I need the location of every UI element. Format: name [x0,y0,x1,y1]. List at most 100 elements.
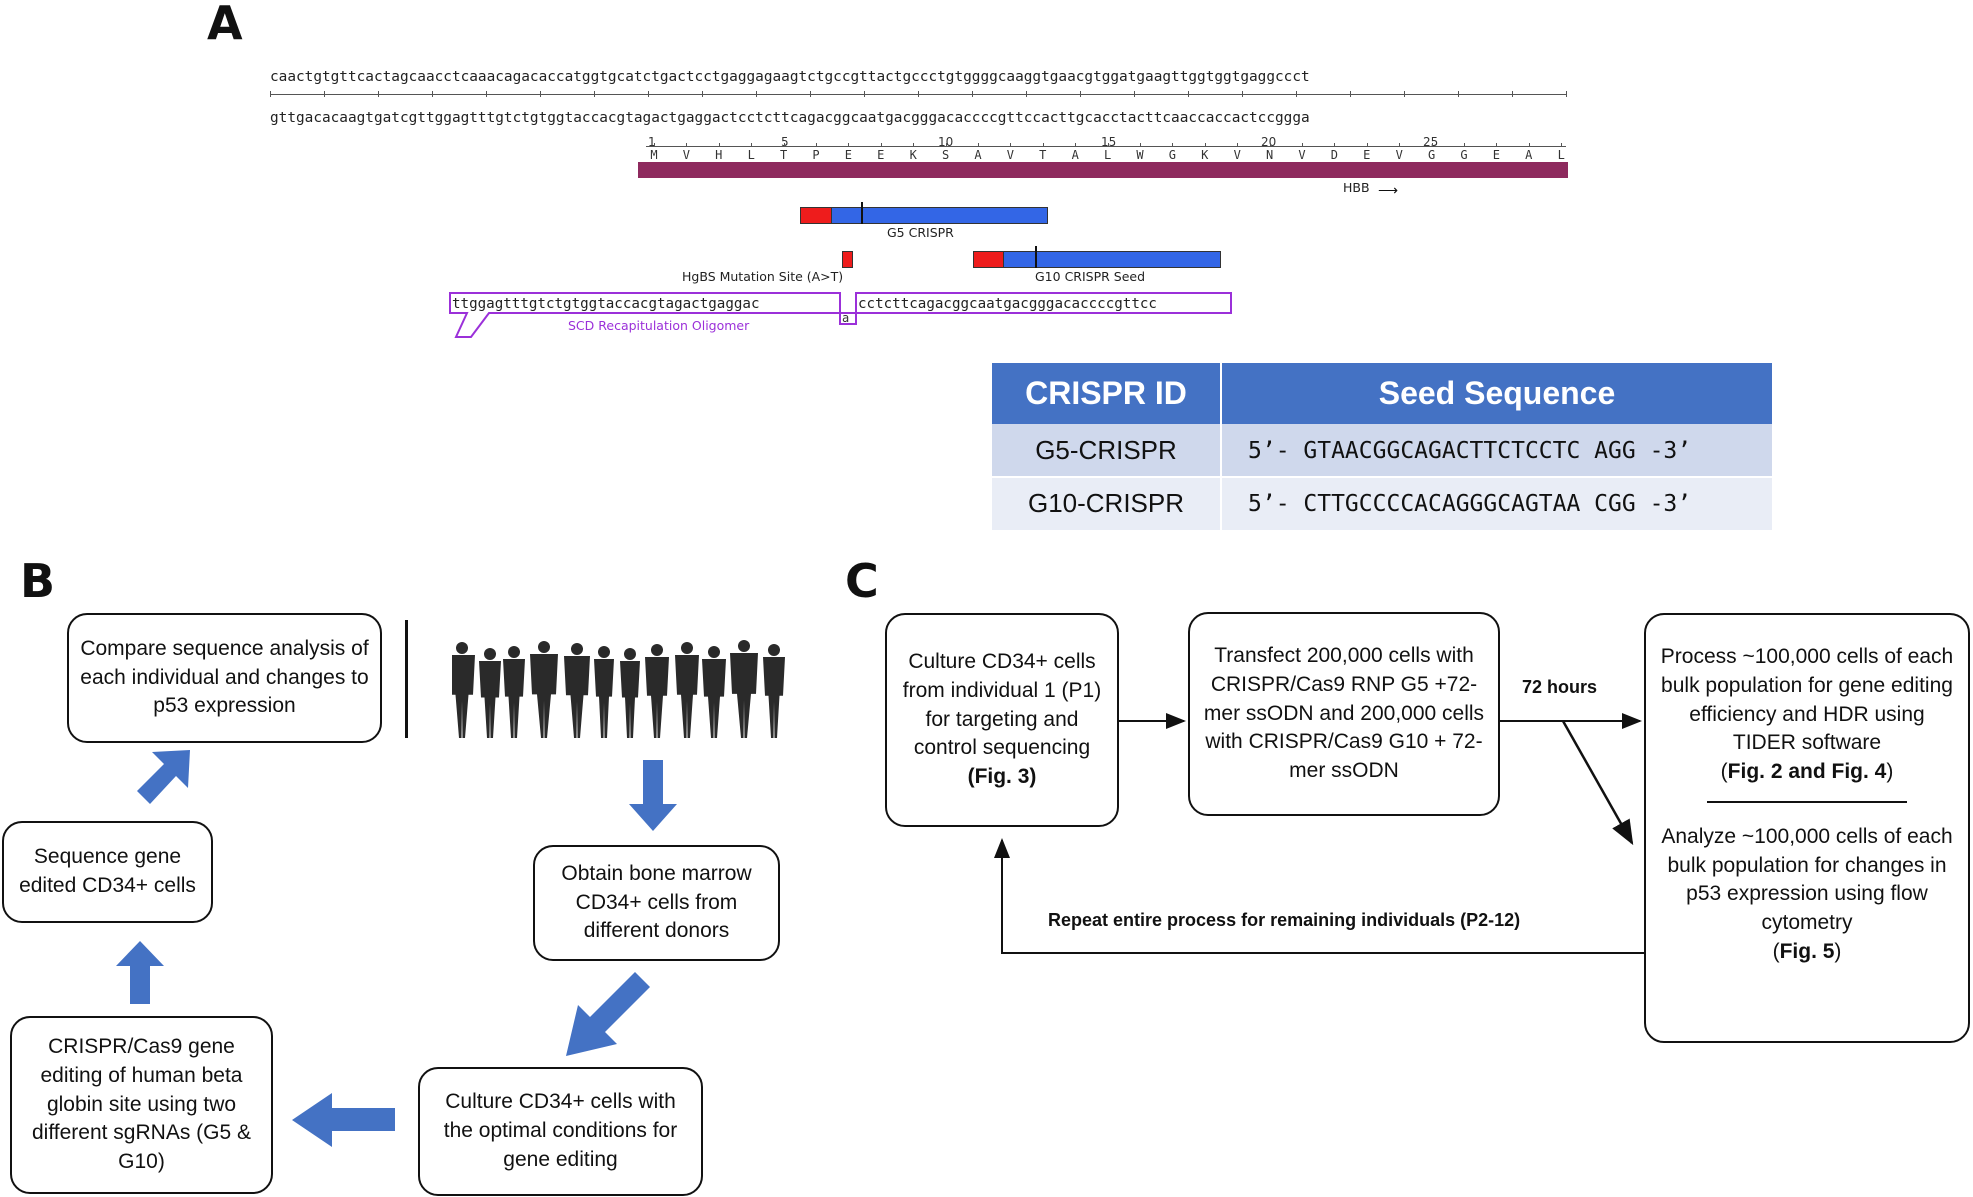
amino-acid: P [812,148,820,162]
person-head [571,643,583,655]
aa-tick [880,143,882,147]
aa-tick [751,143,753,147]
amino-acid: T [1039,148,1047,162]
table-cell-seq: 5’- GTAACGGCAGACTTCTCCTC AGG -3’ [1248,437,1692,464]
person-head [456,642,468,654]
g10-crispr-label: G10 CRISPR Seed [1035,269,1146,284]
aa-tick [1010,143,1012,147]
aa-tick [978,143,979,147]
aa-tick [945,143,947,147]
amino-acid: L [747,148,755,162]
person-body [702,659,726,738]
person-head [681,642,693,654]
ruler-tick [1512,91,1513,97]
g10-seed-block [1003,251,1221,268]
ruler-tick [1242,91,1243,97]
person-body [594,659,614,738]
amino-acid: G [1168,148,1176,162]
process-ref: Fig. 2 and Fig. 4 [1727,760,1887,784]
aa-tick [1237,143,1239,147]
table-cell-id: G5-CRISPR [1035,435,1177,465]
results-box: Process ~100,000 cells of each bulk popu… [1644,613,1970,1043]
amino-acid: W [1136,148,1144,162]
person-body [479,661,501,738]
amino-acid: T [779,148,788,162]
aa-tick [1464,143,1465,147]
obtain-box: Obtain bone marrow CD34+ cells from diff… [533,845,780,961]
position-1: 1 [648,135,656,149]
aa-tick [816,143,817,147]
amino-acid: V [682,148,690,162]
amino-acid: V [1298,148,1306,162]
hours-label: 72 hours [1522,677,1598,697]
aa-tick [913,143,915,147]
culture-box: Culture CD34+ cells with the optimal con… [418,1067,703,1196]
transfect-box: Transfect 200,000 cells with CRISPR/Cas9… [1188,612,1500,816]
table-row [992,424,1772,477]
person-body [730,653,758,738]
ruler-tick [1350,91,1351,97]
aa-ruler [646,146,1566,147]
arrow-up-right-icon [137,750,190,804]
aa-tick [654,143,655,147]
aa-tick [1075,143,1077,147]
panel-label-b: B [20,554,56,608]
ruler-tick [810,91,811,97]
culture-individual-text: Culture CD34+ cells from individual 1 (P… [902,650,1102,760]
aa-tick [1496,143,1498,147]
arrow-down-icon [629,760,677,831]
person-body [452,655,475,738]
ruler-tick [432,91,433,97]
arrow-down-left-icon [566,972,650,1056]
analyze-ref: Fig. 5 [1779,939,1835,963]
amino-acid: E [1363,148,1371,162]
oligomer-label: SCD Recapitulation Oligomer [568,318,750,333]
sequence-top-strand: caactgtgttcactagcaacctcaaacagacaccatggtg… [270,69,1310,85]
hbb-arrow-icon: ⟶ [1378,182,1399,198]
person-body [503,659,525,738]
ruler-tick [1296,91,1297,97]
person-head [708,646,720,658]
arrow-left-icon [292,1093,395,1147]
amino-acid: E [1492,148,1500,162]
aa-tick [1366,143,1368,147]
ruler-tick [1026,91,1027,97]
hbb-gene-bar [638,162,1568,178]
amino-acid: V [1006,148,1014,162]
process-text: Process ~100,000 cells of each bulk popu… [1660,645,1954,755]
amino-acid: K [1201,148,1209,162]
person-body [564,656,590,738]
person-head [738,640,750,652]
person-head [624,648,636,660]
aa-tick [1431,143,1433,147]
ruler-tick [1188,91,1189,97]
position-20: 20 [1261,135,1277,149]
ruler-tick [1566,91,1567,97]
sequence-bottom-strand: gttgacacaagtgatcgttggagtttgtctgtggtaccac… [270,110,1310,126]
culture-individual-ref: (Fig. 3) [967,765,1037,789]
hbb-label: HBB [1343,180,1370,195]
aa-tick [1042,143,1044,147]
aa-tick [718,143,720,147]
ruler-tick [1458,91,1459,97]
ruler-tick [918,91,919,97]
g5-crispr-label: G5 CRISPR [887,225,954,240]
aa-tick [1204,143,1206,147]
amino-acid: V [1233,148,1241,162]
ruler-tick [972,91,973,97]
ruler-tick [756,91,757,97]
aa-tick [1528,143,1530,147]
table-header-id: CRISPR ID [992,363,1220,424]
ruler-tick [1134,91,1135,97]
person-head [508,646,520,658]
seed-sequence-table: CRISPR ID Seed Sequence G5-CRISPR 5’- GT… [992,363,1772,530]
arrow-transfect-to-analyze-icon [1561,720,1634,846]
repeat-label: Repeat entire process for remaining indi… [1048,910,1521,930]
ruler-tick [378,91,379,97]
aa-tick [1302,143,1303,147]
ruler-tick [324,91,325,97]
ruler-tick [702,91,703,97]
ruler-tick [1404,91,1405,97]
position-10: 10 [938,135,954,149]
